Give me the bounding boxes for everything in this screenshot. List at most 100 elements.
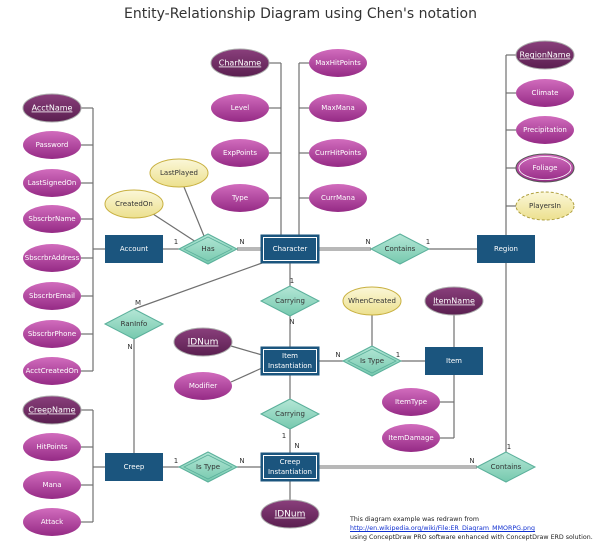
relationship-label: Carrying	[275, 297, 305, 305]
attribute-acctname[interactable]: AcctName	[22, 93, 82, 123]
attribute-label: Modifier	[189, 382, 217, 390]
attribute-precipitation[interactable]: Precipitation	[516, 116, 574, 144]
cardinality-label: M	[135, 299, 141, 307]
attribute-label: CharName	[219, 59, 262, 68]
entity-character[interactable]: Character	[260, 234, 320, 264]
attribute-label: IDNum	[188, 338, 219, 348]
connector-line	[152, 213, 197, 243]
attribute-itemtype[interactable]: ItemType	[382, 388, 440, 416]
attribute-label: Precipitation	[523, 126, 567, 134]
attribute-attack[interactable]: Attack	[23, 508, 81, 536]
entity-label: Item	[446, 357, 462, 365]
relationship-label: Contains	[491, 463, 522, 471]
source-link[interactable]: http://en.wikipedia.org/wiki/File:ER_Dia…	[350, 525, 536, 532]
attribute-label: CreepName	[28, 406, 75, 415]
attribute-sbscrbremail[interactable]: SbscrbrEmail	[23, 282, 81, 310]
attribute-label: Type	[231, 194, 248, 202]
attribute-label: Climate	[532, 89, 559, 97]
entity-region[interactable]: Region	[477, 235, 535, 263]
attribute-regionname[interactable]: RegionName	[515, 40, 575, 70]
attribute-label: MaxMana	[321, 104, 355, 112]
attribute-lastsignedon[interactable]: LastSignedOn	[23, 169, 81, 197]
note-line: using ConceptDraw PRO software enhanced …	[350, 534, 593, 541]
relationship-istype1[interactable]: Is Type	[341, 345, 403, 377]
attribute-exppoints[interactable]: ExpPoints	[211, 139, 269, 167]
attribute-creepname[interactable]: CreepName	[22, 395, 82, 425]
attribute-label: ItemDamage	[388, 434, 433, 442]
entity-account[interactable]: Account	[105, 235, 163, 263]
attribute-sbscrbrphone[interactable]: SbscrbrPhone	[23, 320, 81, 348]
attribute-climate[interactable]: Climate	[516, 79, 574, 107]
relationship-carrying1[interactable]: Carrying	[259, 285, 321, 317]
relationship-label: Has	[201, 245, 215, 253]
attribute-idnum2[interactable]: IDNum	[260, 499, 320, 529]
cardinality-label: N	[469, 457, 474, 465]
relationship-contains2[interactable]: Contains	[475, 451, 537, 483]
entity-label: Character	[273, 245, 308, 253]
attribute-maxhitpoints[interactable]: MaxHitPoints	[309, 49, 367, 77]
entity-creep[interactable]: Creep	[105, 453, 163, 481]
entity-item[interactable]: Item	[425, 347, 483, 375]
attribute-sbscrbraddress[interactable]: SbscrbrAddress	[23, 244, 81, 272]
relationship-has[interactable]: Has	[177, 233, 239, 265]
attribute-acctcreatedon[interactable]: AcctCreatedOn	[23, 357, 81, 385]
attribute-label: HitPoints	[37, 443, 68, 451]
relationship-label: Carrying	[275, 410, 305, 418]
attribute-currhitpoints[interactable]: CurrHitPoints	[309, 139, 367, 167]
attribute-label: SbscrbrName	[28, 215, 75, 223]
attribute-label: Password	[36, 141, 69, 149]
entity-label: Creep	[280, 458, 301, 466]
attribute-label: ExpPoints	[223, 149, 257, 157]
cardinality-label: N	[289, 318, 294, 326]
attribute-hitpoints[interactable]: HitPoints	[23, 433, 81, 461]
connector-line	[133, 262, 263, 310]
connector-line	[230, 367, 263, 383]
attribute-idnum1[interactable]: IDNum	[173, 327, 233, 357]
cardinality-label: 1	[507, 443, 511, 451]
connector-line	[230, 345, 263, 356]
attribute-password[interactable]: Password	[23, 131, 81, 159]
attribute-currmana[interactable]: CurrMana	[309, 184, 367, 212]
attribute-sbscrbrname[interactable]: SbscrbrName	[23, 205, 81, 233]
attribute-type[interactable]: Type	[211, 184, 269, 212]
attribute-label: Attack	[41, 518, 64, 526]
entity-label: Account	[120, 245, 149, 253]
attribute-itemdamage[interactable]: ItemDamage	[382, 424, 440, 452]
attribute-label: SbscrbrPhone	[28, 330, 76, 338]
attribute-charname[interactable]: CharName	[210, 48, 270, 78]
note-line: This diagram example was redrawn from	[350, 516, 480, 523]
attribute-foliage[interactable]: Foliage	[515, 153, 575, 183]
attribute-whencreated[interactable]: WhenCreated	[342, 286, 402, 316]
attribute-label: CurrMana	[321, 194, 355, 202]
attribute-itemname[interactable]: ItemName	[424, 286, 484, 316]
entity-label: Creep	[124, 463, 145, 471]
attribute-level[interactable]: Level	[211, 94, 269, 122]
attribute-playersin[interactable]: PlayersIn	[515, 191, 575, 221]
attribute-modifier[interactable]: Modifier	[174, 372, 232, 400]
attribute-maxmana[interactable]: MaxMana	[309, 94, 367, 122]
attribute-label: Foliage	[533, 164, 558, 172]
cardinality-label: 1	[174, 457, 178, 465]
cardinality-label: 1	[282, 432, 286, 440]
attribute-label: LastPlayed	[160, 169, 198, 177]
attribute-createdon[interactable]: CreatedOn	[104, 189, 164, 219]
cardinality-label: N	[335, 351, 340, 359]
relationship-istype2[interactable]: Is Type	[177, 451, 239, 483]
attribute-label: PlayersIn	[529, 202, 561, 210]
relationship-carrying2[interactable]: Carrying	[259, 398, 321, 430]
relationship-contains1[interactable]: Contains	[369, 233, 431, 265]
cardinality-label: 1	[174, 238, 178, 246]
entity-label: Instantiation	[268, 362, 312, 370]
attribute-lastplayed[interactable]: LastPlayed	[149, 158, 209, 188]
cardinality-label: N	[239, 238, 244, 246]
entity-label: Instantiation	[268, 468, 312, 476]
relationship-label: Is Type	[196, 463, 220, 471]
attribute-mana[interactable]: Mana	[23, 471, 81, 499]
relationship-label: Contains	[385, 245, 416, 253]
relationship-raninfo[interactable]: RanInfo	[103, 308, 165, 340]
cardinality-label: 1	[290, 277, 294, 285]
cardinality-label: N	[127, 343, 132, 351]
